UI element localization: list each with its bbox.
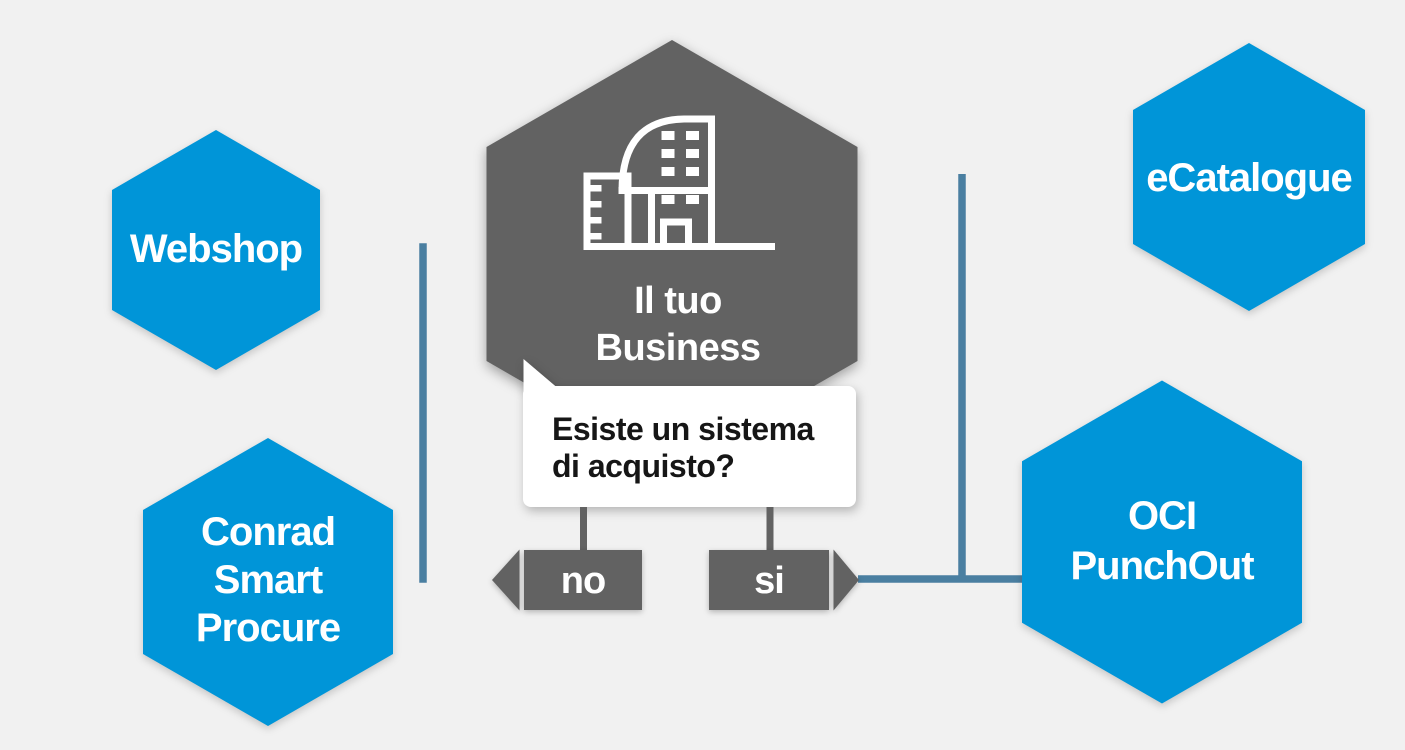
- building-icon: [583, 115, 775, 250]
- no-connector-stub: [580, 507, 587, 551]
- building-main-tower-outline: [618, 115, 715, 250]
- building-rung: [590, 185, 602, 192]
- si-connector-stub: [766, 507, 774, 551]
- building-window: [661, 167, 675, 176]
- building-window: [686, 167, 699, 176]
- business-hexagon-shape: [486, 40, 858, 468]
- conrad-hexagon-shape: [143, 438, 393, 726]
- node-ecatalogue: eCatalogue: [1133, 43, 1365, 311]
- question-text-line2: di acquisto?: [552, 448, 734, 484]
- building-window: [686, 149, 699, 158]
- building-window: [686, 131, 699, 140]
- building-rung: [590, 217, 602, 224]
- node-oci-punchout: OCI PunchOut: [1022, 380, 1302, 704]
- business-label-line2: Business: [596, 327, 761, 369]
- question-bubble-body: [523, 386, 856, 507]
- oci-hexagon-shape: [1022, 380, 1302, 704]
- node-webshop: Webshop: [112, 130, 320, 370]
- building-window: [661, 149, 675, 158]
- oci-label-line1: OCI: [1128, 494, 1196, 538]
- ecatalogue-label: eCatalogue: [1146, 156, 1352, 200]
- answer-no: no: [492, 507, 642, 611]
- building-window: [661, 195, 675, 204]
- node-conrad-smart-procure: Conrad Smart Procure: [143, 438, 393, 726]
- ecatalogue-hexagon-shape: [1133, 43, 1365, 311]
- no-arrowhead-left-icon: [492, 549, 520, 611]
- question-bubble: Esiste un sistema di acquisto?: [523, 359, 856, 507]
- si-arrowhead-right-icon: [833, 549, 859, 611]
- building-window: [661, 131, 675, 140]
- building-rung: [590, 201, 602, 208]
- no-label: no: [561, 560, 605, 602]
- answer-si: si: [709, 507, 859, 611]
- si-box: [709, 550, 829, 610]
- conrad-label-line3: Procure: [196, 606, 340, 650]
- building-rung: [590, 233, 602, 240]
- webshop-label: Webshop: [130, 227, 302, 271]
- building-small-tower: [583, 172, 632, 250]
- building-window: [686, 195, 699, 204]
- si-label: si: [754, 560, 784, 602]
- connectors: [310, 173, 1140, 583]
- conrad-label-line1: Conrad: [201, 510, 335, 554]
- no-box: [524, 550, 642, 610]
- conrad-label-line2: Smart: [214, 558, 323, 602]
- business-label-line1: Il tuo: [634, 280, 722, 322]
- oci-label-line2: PunchOut: [1070, 544, 1254, 588]
- building-door: [660, 218, 692, 250]
- question-text-line1: Esiste un sistema: [552, 411, 815, 447]
- webshop-hexagon-shape: [112, 130, 320, 370]
- node-business-center: Il tuo Business: [486, 40, 858, 468]
